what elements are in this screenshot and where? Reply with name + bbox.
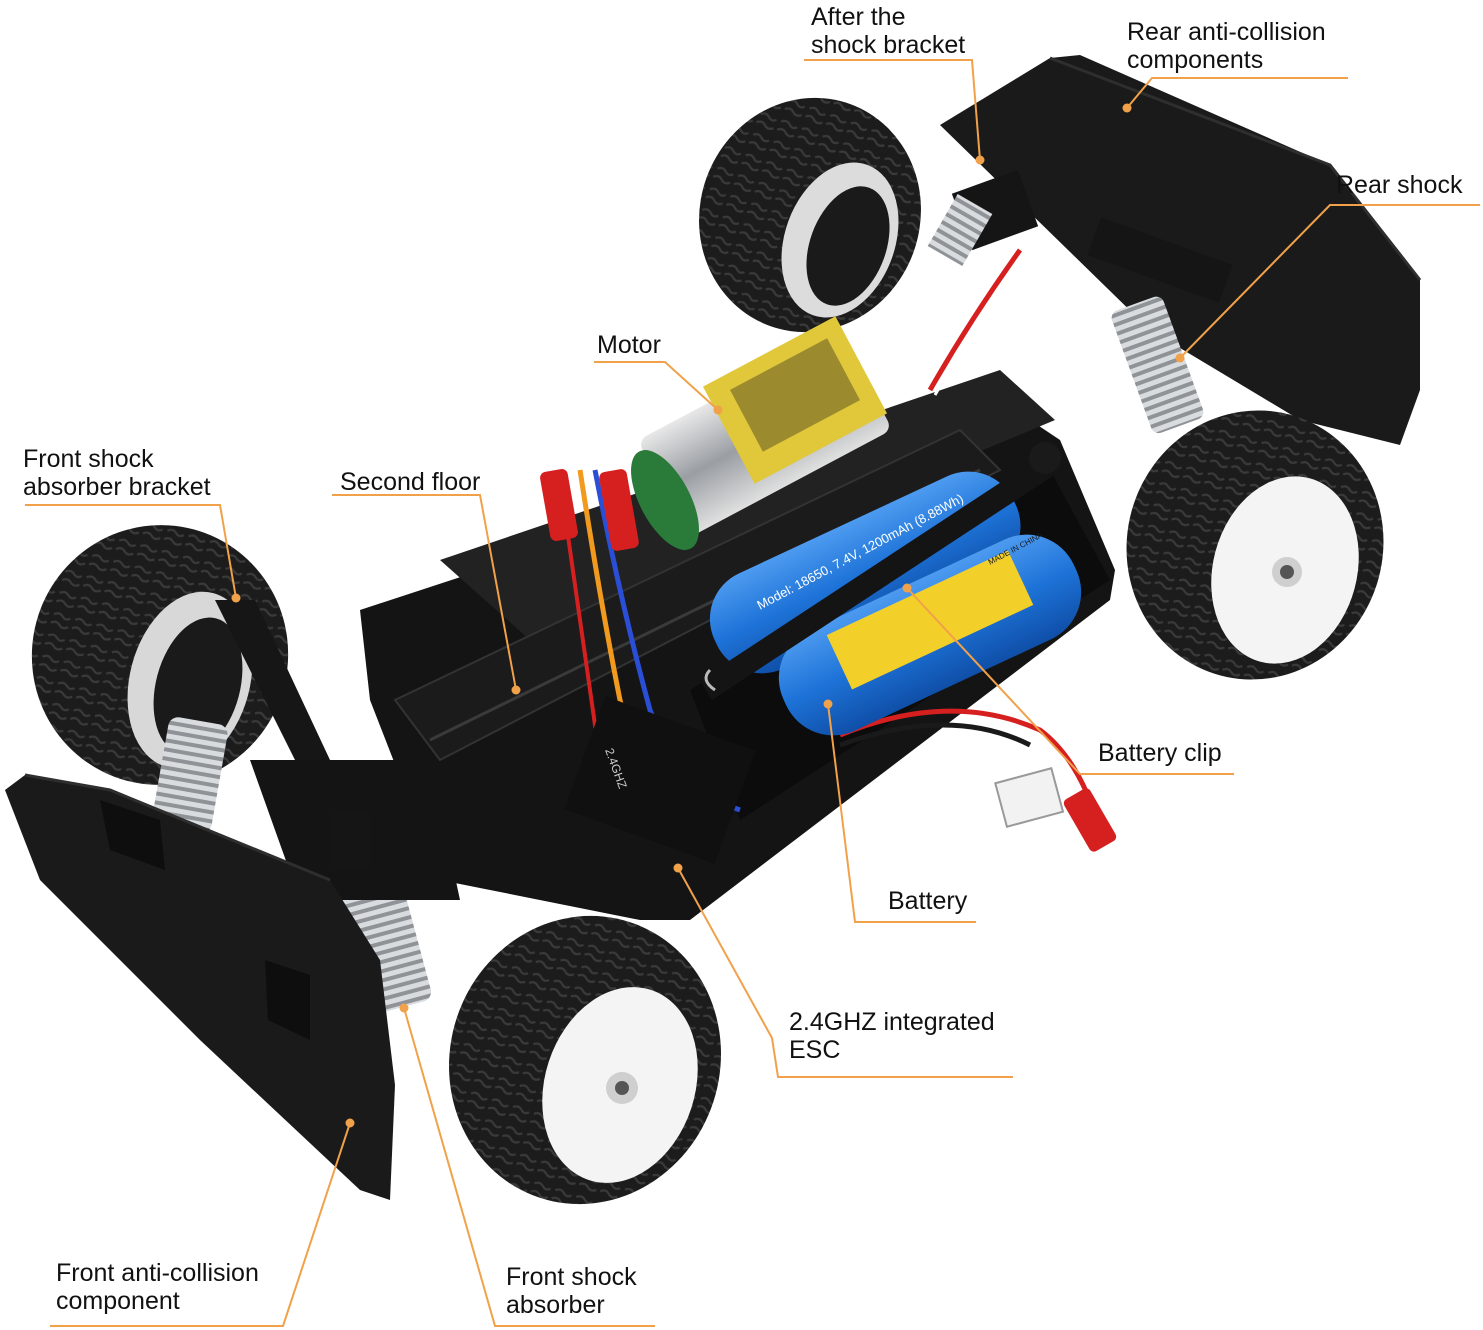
leader-dot-motor [713, 405, 723, 415]
front-bumper [5, 773, 395, 1200]
leader-line-battery [827, 703, 976, 923]
callout-front-shock-bracket-line2: absorber bracket [23, 473, 211, 501]
callout-battery-clip: Battery clip [1098, 739, 1222, 767]
battery-clip [700, 442, 1062, 700]
leader-dot-front-shock-absorber [399, 1003, 409, 1013]
motor [631, 316, 889, 550]
leader-line-esc [677, 867, 1013, 1078]
callout-front-anti-collision-line1: Front anti-collision [56, 1259, 259, 1287]
leader-line-rear-shock [1179, 204, 1480, 359]
callout-rear-anti-collision-line1: Rear anti-collision [1127, 18, 1326, 46]
esc-board: 2.4GHZ [564, 696, 756, 864]
callout-front-shock-absorber: Front shock absorber [506, 1263, 637, 1319]
leader-dot-rear-shock [1175, 353, 1185, 363]
leader-line-battery-clip [906, 587, 1234, 775]
leader-line-motor [594, 361, 719, 411]
rear-right-wheel [1126, 410, 1384, 680]
leader-dot-after-shock-bracket [975, 155, 985, 165]
callout-front-anti-collision: Front anti-collision component [56, 1259, 259, 1315]
front-shock-assembly [152, 600, 460, 1014]
leader-line-rear-anti-collision [1126, 77, 1348, 109]
callout-front-shock-bracket: Front shock absorber bracket [23, 445, 211, 501]
leader-line-after-shock-bracket [804, 59, 981, 161]
callout-after-shock-bracket-line2: shock bracket [811, 31, 966, 59]
callout-rear-shock: Rear shock [1336, 171, 1462, 199]
callout-front-shock-bracket-line1: Front shock [23, 445, 154, 473]
callout-battery-clip-line1: Battery clip [1098, 739, 1222, 767]
callout-battery: Battery [888, 887, 967, 915]
rear-shock-assembly [927, 169, 1233, 434]
callout-after-shock-bracket-line1: After the [811, 3, 906, 31]
leader-dot-front-anti-collision [345, 1118, 355, 1128]
leader-dot-front-shock-bracket [231, 593, 241, 603]
leader-line-front-anti-collision [50, 1122, 351, 1327]
callout-rear-anti-collision: Rear anti-collision components [1127, 18, 1326, 74]
callout-second-floor: Second floor [340, 468, 480, 496]
callout-battery-line1: Battery [888, 887, 968, 915]
callout-front-shock-absorber-line2: absorber [506, 1291, 605, 1319]
callout-after-shock-bracket: After the shock bracket [811, 3, 965, 59]
leader-dot-battery-clip [902, 583, 912, 593]
callout-esc-line2: ESC [789, 1036, 841, 1064]
front-right-wheel [449, 915, 721, 1205]
callout-rear-shock-line1: Rear shock [1336, 171, 1463, 199]
leader-dot-esc [673, 863, 683, 873]
callout-motor-line1: Motor [597, 331, 661, 359]
leader-line-second-floor [332, 494, 517, 691]
leader-dot-second-floor [511, 685, 521, 695]
callout-second-floor-line1: Second floor [340, 468, 481, 496]
callout-front-anti-collision-line2: component [56, 1287, 180, 1315]
leader-dot-rear-anti-collision [1122, 103, 1132, 113]
callout-esc: 2.4GHZ integrated ESC [789, 1008, 995, 1064]
leader-dot-battery [823, 699, 833, 709]
callout-rear-anti-collision-line2: components [1127, 46, 1264, 74]
callout-esc-line1: 2.4GHZ integrated [789, 1008, 995, 1036]
callout-front-shock-absorber-line1: Front shock [506, 1263, 637, 1291]
callout-motor: Motor [597, 331, 661, 359]
rear-left-wheel [699, 97, 921, 333]
leader-line-front-shock-bracket [25, 504, 237, 599]
leader-line-front-shock-absorber [403, 1007, 655, 1327]
